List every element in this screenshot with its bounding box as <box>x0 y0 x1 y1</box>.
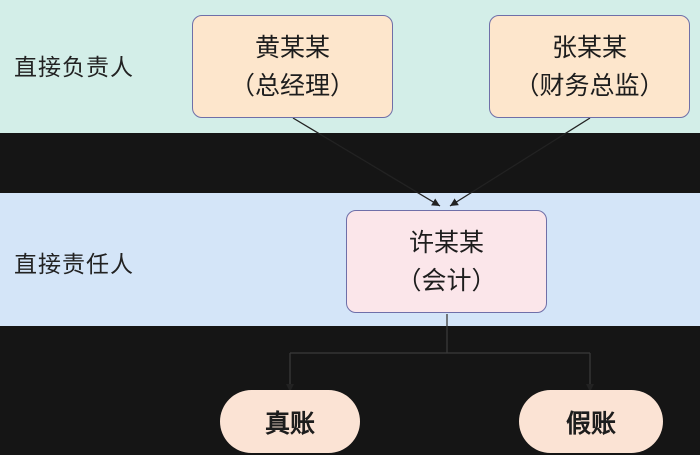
node-huang: 黄某某 （总经理） <box>192 15 393 118</box>
row-label-direct-leaders: 直接负责人 <box>14 55 134 81</box>
edge-huang-to-xu <box>292 117 441 207</box>
node-zhang: 张某某 （财务总监） <box>489 15 690 118</box>
edge-zhang-to-xu <box>449 117 591 207</box>
result-real-account: 真账 <box>220 390 360 453</box>
node-xu-role: （会计） <box>396 265 497 295</box>
row-label-direct-responsible: 直接责任人 <box>14 252 134 278</box>
result-fake-account: 假账 <box>519 390 663 453</box>
node-zhang-role: （财务总监） <box>514 70 665 100</box>
node-xu-name: 许某某 <box>408 227 484 257</box>
node-zhang-name: 张某某 <box>551 32 627 62</box>
node-xu: 许某某 （会计） <box>346 210 547 313</box>
node-huang-role: （总经理） <box>229 70 355 100</box>
node-huang-name: 黄某某 <box>254 32 330 62</box>
